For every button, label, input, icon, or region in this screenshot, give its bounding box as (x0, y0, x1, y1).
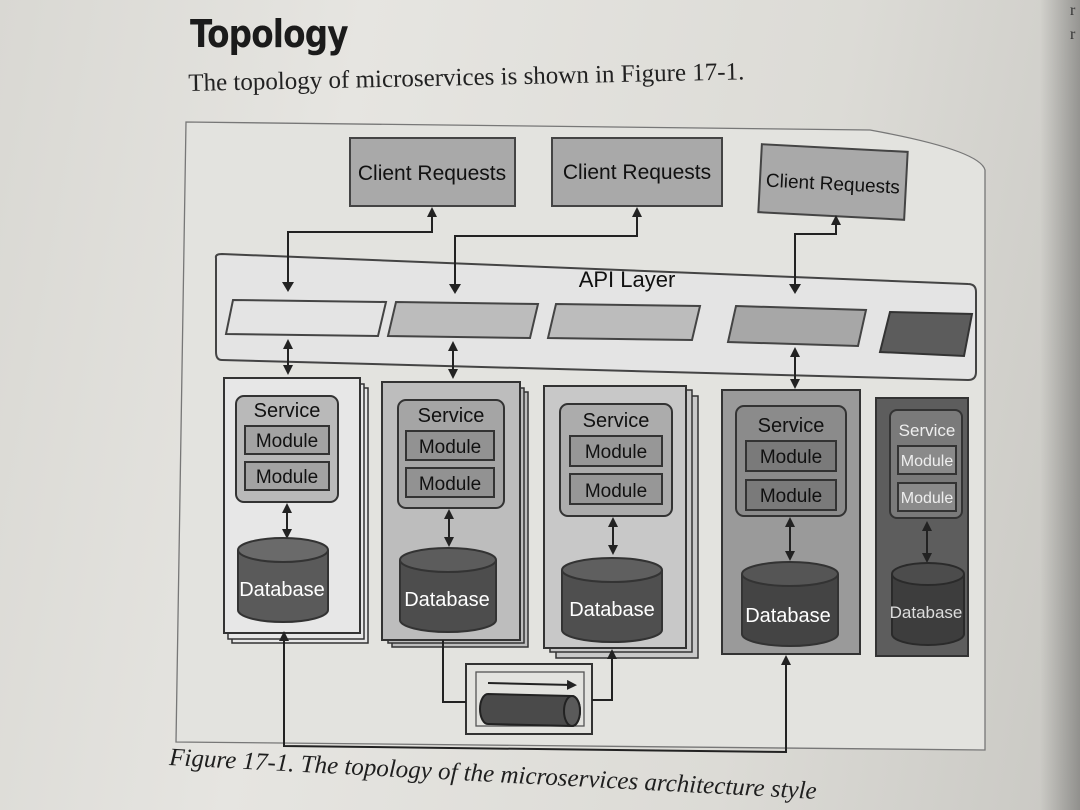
client-request-label: Client Requests (563, 161, 711, 184)
module-box (244, 425, 330, 455)
service-stack: Service Module Module Database (543, 385, 699, 659)
api-service-arrows (283, 339, 800, 389)
section-heading: Topology (190, 12, 349, 56)
service-title: Service (583, 410, 650, 432)
service-title: Service (899, 421, 956, 440)
api-layer-label: API Layer (579, 267, 676, 292)
module-label: Module (760, 486, 822, 507)
module-box (745, 479, 837, 511)
module-box (405, 467, 495, 498)
module-label: Module (256, 431, 318, 452)
database-label: Database (890, 603, 963, 622)
client-request-box: Client Requests (757, 143, 909, 221)
database-label: Database (239, 579, 325, 601)
next-page-fragment: r (1070, 2, 1076, 19)
next-page-fragment: r (1070, 26, 1076, 43)
database-label: Database (404, 589, 490, 611)
service-title: Service (418, 405, 485, 427)
service-stack: Service Module Module Database (721, 389, 861, 655)
database-label: Database (569, 599, 655, 621)
module-box (745, 440, 837, 472)
request-arrowheads (282, 282, 801, 294)
module-box (405, 430, 495, 461)
database-cylinder (741, 561, 839, 647)
api-endpoint (224, 298, 388, 338)
module-label: Module (585, 481, 647, 502)
module-box (897, 445, 957, 475)
database-label: Database (745, 605, 831, 627)
api-endpoint (546, 302, 702, 342)
module-label: Module (901, 490, 954, 507)
module-label: Module (256, 467, 318, 488)
api-endpoint (386, 300, 540, 340)
database-cylinder (237, 537, 329, 623)
module-label: Module (419, 474, 481, 495)
client-request-box: Client Requests (349, 137, 516, 207)
api-endpoint (878, 310, 974, 358)
database-cylinder (561, 557, 663, 643)
service-stack: Service Module Module Database (223, 377, 369, 644)
service-title: Service (254, 400, 321, 422)
module-label: Module (760, 447, 822, 468)
module-label: Module (901, 453, 954, 470)
api-endpoint (726, 304, 868, 348)
request-arrows (287, 207, 841, 292)
database-cylinder (891, 562, 965, 646)
module-box (897, 482, 957, 512)
queue-arrows (279, 631, 791, 754)
client-request-box: Client Requests (551, 137, 723, 207)
client-request-label: Client Requests (358, 162, 506, 185)
service-title: Service (758, 415, 825, 437)
page-edge-shadow (1040, 0, 1080, 810)
service-stack: Service Module Module Database (381, 381, 529, 648)
module-box (244, 461, 330, 491)
module-box (569, 435, 663, 467)
message-queue (465, 663, 593, 735)
module-label: Module (419, 437, 481, 458)
module-label: Module (585, 442, 647, 463)
module-box (569, 473, 663, 505)
service-stack: Service Module Module Database (875, 397, 969, 657)
